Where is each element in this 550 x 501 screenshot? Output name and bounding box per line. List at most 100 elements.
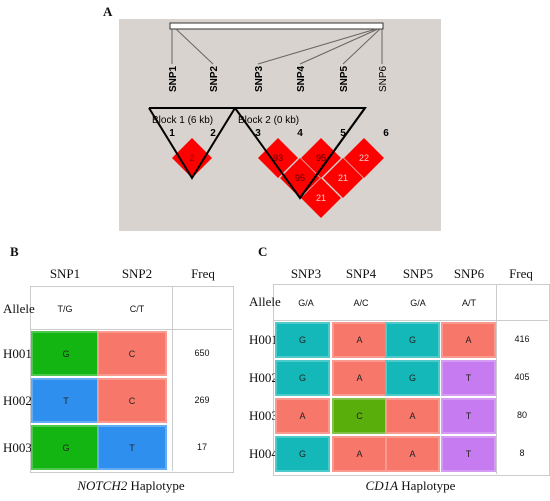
header-freq: Freq bbox=[191, 266, 215, 281]
ld-values: 2 93 95 95 22 21 21 bbox=[189, 153, 369, 203]
haplotype-cell: C bbox=[97, 331, 167, 376]
ld-value: 21 bbox=[316, 193, 326, 203]
ld-plot-background bbox=[119, 19, 441, 231]
allele-value: A/C bbox=[353, 298, 369, 308]
chromosome-bar bbox=[169, 22, 384, 30]
ld-cell bbox=[258, 138, 298, 178]
block-2-right-edge bbox=[299, 107, 366, 199]
haplotype-cell: T bbox=[441, 398, 496, 434]
haplotype-cell: A bbox=[441, 322, 496, 358]
ld-plot: SNP1 SNP2 SNP3 SNP4 SNP5 SNP6 2 93 95 95… bbox=[119, 19, 441, 231]
grid-vline bbox=[172, 286, 173, 471]
grid-hline bbox=[273, 320, 548, 321]
header-snp2: SNP2 bbox=[121, 266, 153, 281]
panel-b-letter: B bbox=[10, 244, 19, 259]
haplotype-frequency: 416 bbox=[514, 334, 530, 344]
haplotype-cell: A bbox=[275, 398, 330, 434]
haplotype-id: H001 bbox=[249, 332, 278, 347]
block-1-outline bbox=[148, 107, 237, 180]
ld-value: 95 bbox=[316, 153, 326, 163]
haplotype-id: H002 bbox=[249, 370, 278, 385]
haplotype-id: H003 bbox=[3, 439, 32, 455]
snp-label: SNP1 bbox=[168, 65, 179, 92]
grid-hline bbox=[30, 329, 232, 330]
marker-number: 5 bbox=[340, 128, 346, 139]
allele-value: G/A bbox=[298, 298, 314, 308]
haplotype-frequency: 269 bbox=[194, 394, 210, 405]
header-freq: Freq bbox=[509, 266, 533, 281]
haplotype-id: H004 bbox=[249, 446, 278, 461]
gene-name: CD1A bbox=[365, 478, 399, 493]
grid-vline bbox=[496, 284, 497, 474]
ld-value: 21 bbox=[338, 173, 348, 183]
haplotype-cell: A bbox=[332, 360, 387, 396]
ld-cell bbox=[172, 138, 212, 178]
snp-label: SNP6 bbox=[378, 65, 389, 92]
allele-value: A/T bbox=[461, 298, 476, 308]
marker-number: 4 bbox=[297, 128, 303, 139]
allele-value: T/G bbox=[57, 304, 73, 314]
marker-number: 6 bbox=[383, 128, 389, 139]
ld-value: 22 bbox=[359, 153, 369, 163]
haplotype-cell: G bbox=[31, 425, 101, 470]
haplotype-id: H003 bbox=[249, 408, 278, 423]
marker-number: 2 bbox=[210, 128, 216, 139]
snp-label: SNP4 bbox=[296, 65, 307, 92]
header-snp6: SNP6 bbox=[453, 266, 485, 281]
snp-label: SNP2 bbox=[209, 65, 220, 92]
header-snp3: SNP3 bbox=[290, 266, 322, 281]
snp-label: SNP5 bbox=[339, 65, 350, 92]
allele-value: G/A bbox=[410, 298, 426, 308]
haplotype-cell: C bbox=[97, 378, 167, 423]
haplotype-cell: A bbox=[385, 436, 440, 472]
marker-number: 1 bbox=[169, 128, 175, 139]
haplotype-frequency: 650 bbox=[194, 347, 210, 358]
haplotype-id: H001 bbox=[3, 345, 32, 361]
haplotype-frequency: 405 bbox=[514, 372, 530, 382]
block-1-label: Block 1 (6 kb) bbox=[152, 115, 213, 126]
haplotype-cell: G bbox=[31, 331, 101, 376]
allele-label: Allele bbox=[3, 301, 35, 316]
haplotype-frequency: 80 bbox=[516, 410, 527, 420]
ld-cell bbox=[301, 178, 341, 218]
ld-cell bbox=[280, 158, 320, 198]
haplotype-cell: A bbox=[385, 398, 440, 434]
caption-text: Haplotype bbox=[127, 478, 185, 493]
haplotype-cell: A bbox=[332, 322, 387, 358]
block-2-label: Block 2 (0 kb) bbox=[238, 115, 299, 126]
allele-label: Allele bbox=[249, 294, 281, 309]
haplotype-cell: T bbox=[441, 360, 496, 396]
panel-c-letter: C bbox=[258, 244, 268, 259]
haplotype-cell: T bbox=[31, 378, 101, 423]
ld-cells bbox=[172, 138, 384, 218]
snp-connector-lines bbox=[171, 28, 383, 65]
caption-text: Haplotype bbox=[398, 478, 456, 493]
marker-number: 3 bbox=[255, 128, 261, 139]
haplotype-cell: A bbox=[332, 436, 387, 472]
haplotype-cell: G bbox=[275, 360, 330, 396]
panel-a-letter: A bbox=[103, 4, 113, 19]
ld-cell bbox=[301, 138, 341, 178]
haplotype-cell: C bbox=[332, 398, 387, 434]
haplotype-frequency: 8 bbox=[519, 448, 525, 458]
haplotype-frequency: 17 bbox=[196, 441, 207, 452]
ld-value: 2 bbox=[189, 153, 194, 163]
haplotype-cell: T bbox=[97, 425, 167, 470]
haplotype-cell: G bbox=[385, 322, 440, 358]
panel-b-caption: NOTCH2 Haplotype bbox=[30, 478, 232, 494]
ld-value: 95 bbox=[295, 173, 305, 183]
header-snp1: SNP1 bbox=[49, 266, 81, 281]
snp-labels: SNP1 SNP2 SNP3 SNP4 SNP5 SNP6 bbox=[168, 65, 389, 92]
ld-value: 93 bbox=[273, 153, 283, 163]
haplotype-cell: T bbox=[441, 436, 496, 472]
gene-name: NOTCH2 bbox=[77, 478, 128, 493]
allele-value: C/T bbox=[129, 304, 145, 314]
panel-c-caption: CD1A Haplotype bbox=[273, 478, 548, 494]
snp-label: SNP3 bbox=[254, 65, 265, 92]
panel-c-table: SNP3 SNP4 SNP5 SNP6 Freq Allele G/A A/C … bbox=[248, 254, 550, 476]
ld-cell bbox=[344, 138, 384, 178]
haplotype-cell: G bbox=[275, 322, 330, 358]
haplotype-cell: G bbox=[275, 436, 330, 472]
haplotype-id: H002 bbox=[3, 392, 32, 408]
